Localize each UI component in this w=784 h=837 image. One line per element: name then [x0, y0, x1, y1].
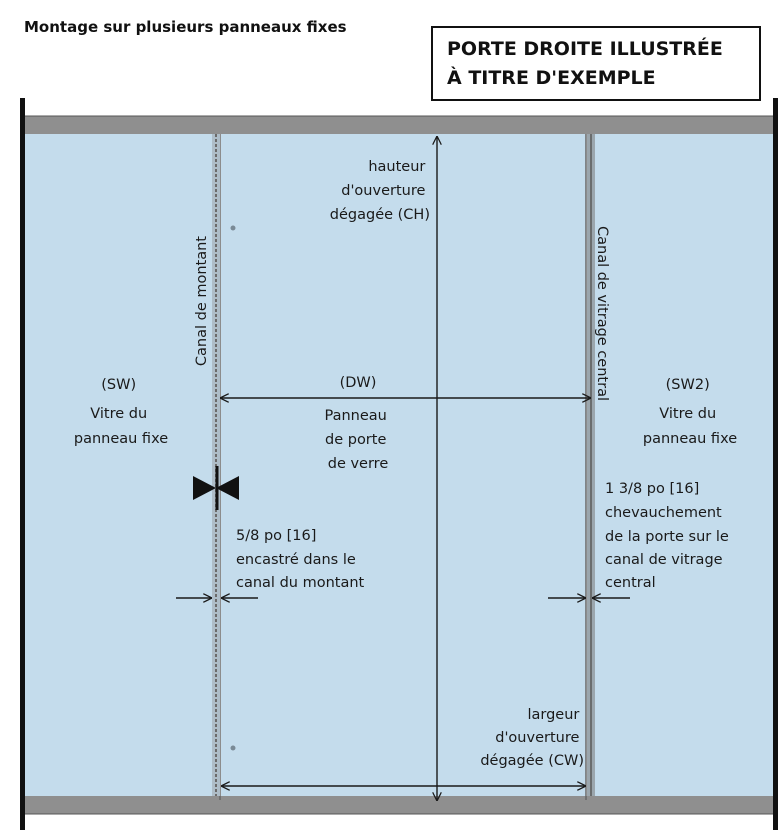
- door-panel-glass: [221, 134, 586, 796]
- overlap-annotation-line: central: [605, 575, 656, 591]
- ch-label: hauteur d'ouverture dégagée (CH): [330, 159, 430, 223]
- fixed-panel-right-label: (SW2) Vitre du panneau fixe: [643, 377, 737, 447]
- sw2-label-line: (SW2): [666, 377, 710, 393]
- cw-label: largeur d'ouverture dégagée (CW): [480, 707, 584, 769]
- top-rail: [24, 116, 775, 134]
- sw2-label-line: panneau fixe: [643, 431, 737, 447]
- example-note-line2: À TITRE D'EXEMPLE: [447, 66, 656, 89]
- example-note-box: [431, 26, 761, 101]
- overlap-annotation: 1 3/8 po [16] chevauchement de la porte …: [605, 481, 733, 591]
- overlap-annotation-line: chevauchement: [605, 505, 722, 521]
- inset-annotation-line: encastré dans le: [236, 552, 356, 568]
- cw-label-line: dégagée (CW): [480, 753, 584, 769]
- ch-label-line: d'ouverture: [341, 183, 425, 199]
- door-pivot-dot-bottom: [230, 745, 236, 751]
- bottom-rail: [24, 796, 775, 814]
- fixed-panel-left-label: (SW) Vitre du panneau fixe: [74, 377, 168, 447]
- center-glazing-channel-label: Canal de vitrage central: [594, 226, 610, 401]
- fixed-panel-right-glass: [595, 134, 775, 796]
- door-panel-label-dw: (DW): [340, 375, 377, 391]
- inset-annotation-line: 5/8 po [16]: [236, 528, 316, 544]
- sw2-label-line: Vitre du: [659, 406, 716, 422]
- overlap-annotation-line: 1 3/8 po [16]: [605, 481, 699, 497]
- frame-post-right: [773, 98, 778, 830]
- overlap-annotation-line: canal de vitrage: [605, 552, 723, 568]
- example-note-line1: PORTE DROITE ILLUSTRÉE: [447, 37, 723, 60]
- dw-label-line: de verre: [328, 456, 389, 472]
- wall-jamb-channel-label: Canal de montant: [194, 236, 210, 366]
- dw-label-line: de porte: [325, 432, 386, 448]
- cw-label-line: d'ouverture: [495, 730, 579, 746]
- inset-annotation: 5/8 po [16] encastré dans le canal du mo…: [236, 528, 365, 591]
- overlap-annotation-line: de la porte sur le: [605, 529, 729, 545]
- dw-label-line: Panneau: [325, 408, 387, 424]
- fixed-panel-left-glass: [24, 134, 212, 796]
- sw-label-line: panneau fixe: [74, 431, 168, 447]
- ch-label-line: dégagée (CH): [330, 207, 430, 223]
- sw-label-line: Vitre du: [90, 406, 147, 422]
- door-pivot-dot-top: [230, 225, 236, 231]
- door-panel-label: Panneau de porte de verre: [325, 408, 392, 472]
- diagram-title: Montage sur plusieurs panneaux fixes: [24, 18, 347, 36]
- cw-label-line: largeur: [527, 707, 579, 723]
- frame-post-left: [20, 98, 25, 830]
- ch-label-line: hauteur: [368, 159, 425, 175]
- inset-annotation-line: canal du montant: [236, 575, 365, 591]
- sw-label-line: (SW): [101, 377, 136, 393]
